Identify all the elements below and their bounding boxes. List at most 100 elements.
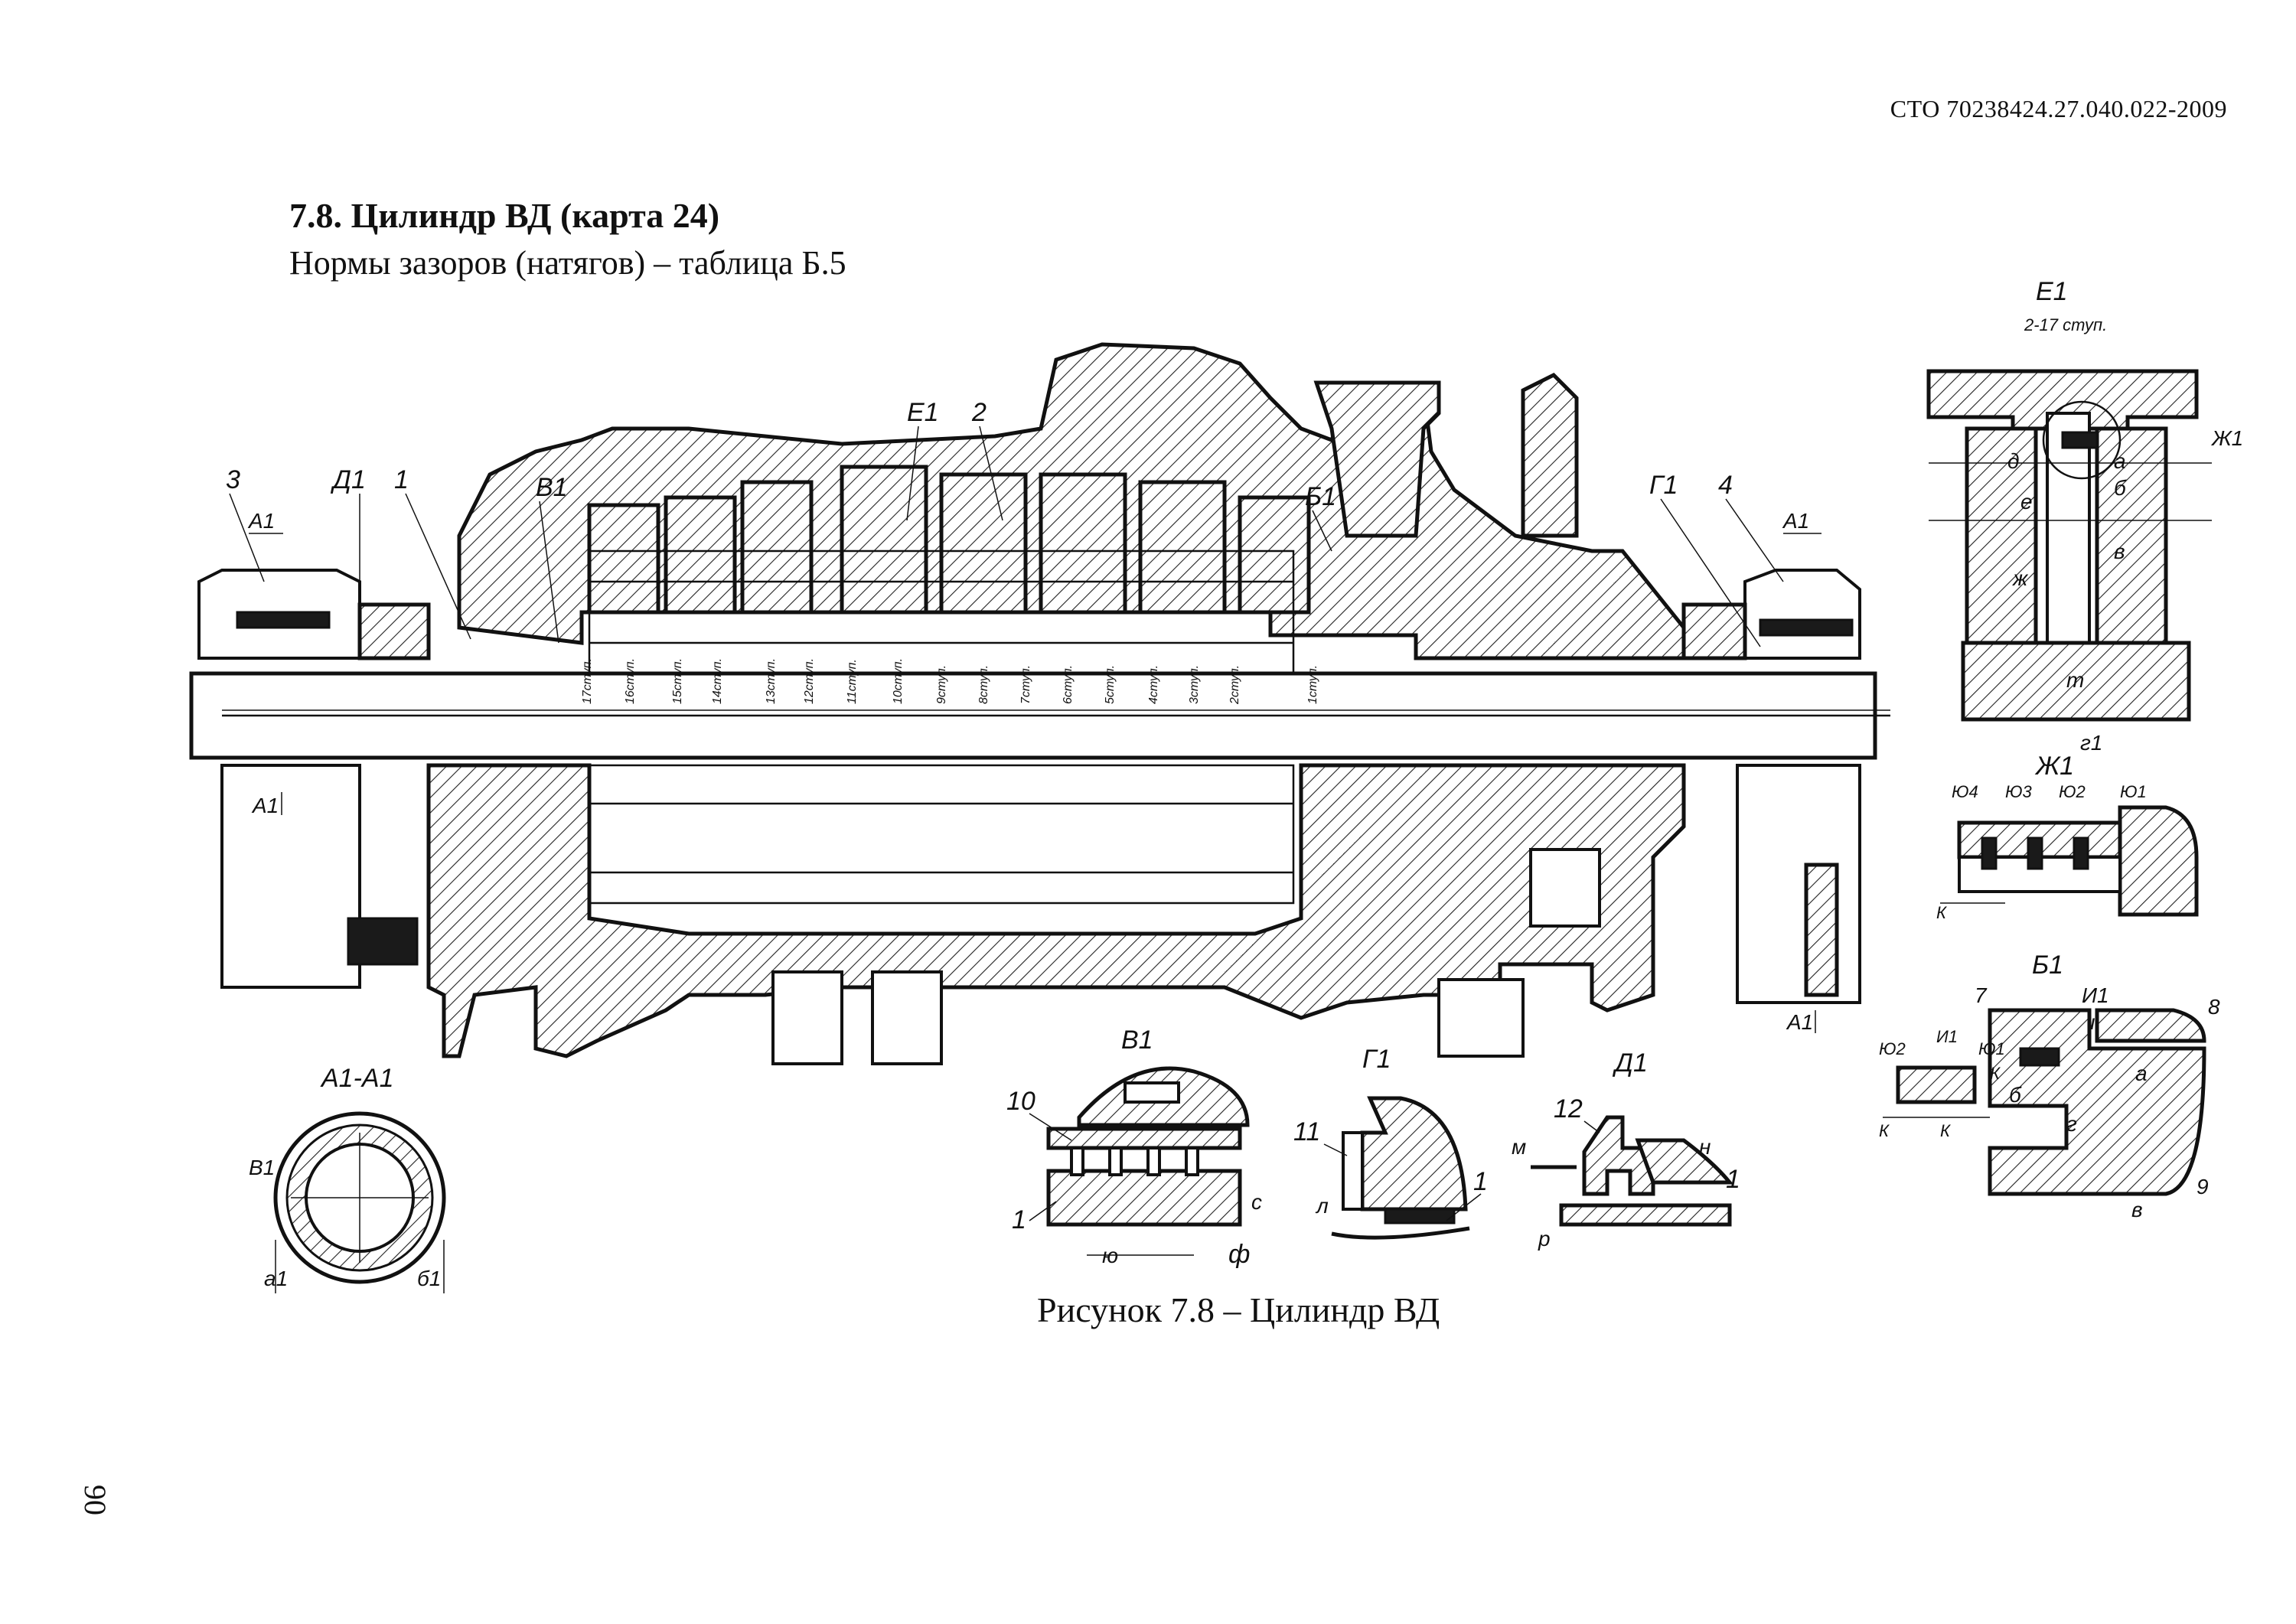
stage-label: 15ступ.	[671, 658, 684, 704]
detail-zh1-yu3: Ю3	[2005, 782, 2032, 801]
detail-v1-yu: ю	[1102, 1244, 1118, 1267]
detail-b1-yu1: Ю1	[1978, 1039, 2005, 1058]
detail-b1-i1b: И1	[1936, 1027, 1958, 1046]
detail-v1-c: с	[1251, 1190, 1262, 1214]
callout-g1: Г1	[1649, 471, 1678, 500]
callout-a1-arrow-bottom: А1	[1786, 1010, 1813, 1034]
detail-e1-m: т	[2066, 668, 2084, 692]
detail-b1-8: 8	[2208, 995, 2220, 1019]
detail-e1-d: д	[2007, 449, 2019, 473]
stage-label: 1ступ.	[1306, 665, 1319, 704]
stage-label: 17ступ.	[581, 658, 594, 704]
stage-labels: 17ступ. 16ступ. 15ступ. 14ступ. 13ступ. …	[581, 658, 1319, 705]
detail-v1-10: 10	[1006, 1087, 1035, 1116]
blade-row-upper	[588, 549, 1295, 675]
detail-g1-l: л	[1315, 1194, 1329, 1218]
callout-d1: Д1	[330, 465, 366, 494]
callout-e1: Е1	[907, 398, 939, 427]
stage-label: 8ступ.	[977, 665, 990, 704]
stage-label: 4ступ.	[1147, 665, 1160, 704]
section-a1a1-a1: а1	[264, 1267, 288, 1290]
detail-g1-title: Г1	[1362, 1045, 1391, 1074]
detail-zh1-k: К	[1936, 903, 1947, 922]
stage-label: 14ступ.	[711, 658, 724, 704]
stage-label: 11ступ.	[846, 659, 859, 704]
page-number: 90	[78, 1485, 113, 1515]
section-a1a1: А1-А1 В1 а1 б1	[249, 1064, 446, 1293]
stage-label: 6ступ.	[1062, 665, 1075, 704]
detail-zh1-yu4: Ю4	[1952, 782, 1978, 801]
detail-b1: Б1 7 И1 8 и Ю2 И1 Ю1 К К К б а г в 9	[1879, 951, 2220, 1221]
stage-label: 5ступ.	[1104, 665, 1117, 704]
detail-d1-n: н	[1699, 1135, 1711, 1159]
detail-d1-12: 12	[1554, 1094, 1583, 1123]
stage-label: 13ступ.	[765, 658, 778, 704]
detail-g1: Г1 11 1 л	[1293, 1045, 1488, 1240]
detail-b1-9: 9	[2197, 1175, 2209, 1198]
detail-g1-1: 1	[1473, 1167, 1488, 1196]
detail-b1-title: Б1	[2032, 951, 2063, 980]
detail-b1-k: К	[1990, 1064, 2001, 1083]
detail-b1-k2: К	[1879, 1121, 1890, 1140]
detail-e1-e: е	[2020, 490, 2033, 514]
stage-label: 7ступ.	[1019, 665, 1032, 704]
detail-e1-title: Е1	[2036, 277, 2068, 306]
detail-b1-a: а	[2135, 1061, 2148, 1085]
detail-v1-1: 1	[1012, 1205, 1026, 1234]
callout-a1-right: А1	[1782, 509, 1809, 533]
detail-zh1-yu2: Ю2	[2059, 782, 2086, 801]
detail-g1-11: 11	[1293, 1117, 1320, 1146]
detail-b1-g: г	[2066, 1112, 2077, 1136]
blade-row-lower	[588, 764, 1295, 905]
detail-b1-yu2: Ю2	[1879, 1039, 1906, 1058]
detail-b1-b: б	[2009, 1083, 2022, 1107]
detail-b1-v: в	[2131, 1198, 2143, 1221]
detail-e1-subtitle: 2-17 ступ.	[2024, 315, 2107, 334]
stage-label: 12ступ.	[803, 658, 816, 704]
section-title: 7.8. Цилиндр ВД (карта 24)	[289, 196, 720, 235]
detail-d1-title: Д1	[1612, 1048, 1648, 1078]
callout-3: 3	[226, 465, 240, 494]
detail-d1: Д1 12 м н 1 р	[1512, 1048, 1740, 1251]
callout-a1-arrow-left: А1	[251, 794, 279, 817]
section-a1a1-b1: В1	[249, 1156, 275, 1179]
detail-e1-v: в	[2114, 540, 2125, 563]
stage-label: 2ступ.	[1228, 665, 1241, 705]
main-callouts: 3 Д1 1 А1 В1 Е1 2 Б1 Г1 4 А1 А1 А1	[226, 398, 1821, 1034]
detail-e1-a: а	[2114, 449, 2126, 473]
detail-zh1-yu1: Ю1	[2120, 782, 2147, 801]
detail-e1-g1: г1	[2080, 731, 2102, 755]
detail-d1-p: р	[1538, 1227, 1551, 1251]
detail-d1-m: м	[1512, 1135, 1526, 1159]
callout-a1-left: А1	[247, 509, 275, 533]
detail-e1-zh1: Ж1	[2210, 426, 2243, 450]
detail-e1: Е1 2-17 ступ. Ж1 д а б е в ж т г1	[1926, 277, 2243, 755]
stage-label: 3ступ.	[1188, 665, 1201, 704]
stage-label: 10ступ.	[892, 658, 905, 704]
document-code: СТО 70238424.27.040.022-2009	[1890, 95, 2227, 122]
callout-v1: В1	[536, 473, 568, 502]
detail-e1-zh: ж	[2011, 566, 2029, 590]
callout-4: 4	[1718, 471, 1733, 500]
detail-b1-i1: И1	[2082, 983, 2109, 1007]
detail-v1-title: В1	[1121, 1026, 1153, 1055]
detail-zh1-title: Ж1	[2034, 752, 2074, 781]
main-section	[189, 342, 1890, 1065]
detail-d1-1: 1	[1726, 1165, 1740, 1194]
detail-b1-k3: К	[1940, 1121, 1951, 1140]
upper-diaphragms	[587, 465, 1311, 615]
callout-1: 1	[394, 465, 409, 494]
section-subtitle: Нормы зазоров (натягов) – таблица Б.5	[289, 244, 846, 282]
stage-label: 9ступ.	[935, 665, 948, 704]
detail-v1-f: ф	[1228, 1240, 1250, 1269]
detail-b1-7: 7	[1975, 983, 1988, 1007]
section-a1a1-b1s: б1	[417, 1267, 441, 1290]
callout-b1: Б1	[1305, 482, 1336, 511]
stage-label: 16ступ.	[624, 658, 637, 704]
figure-caption: Рисунок 7.8 – Цилиндр ВД	[1037, 1290, 1440, 1329]
callout-2: 2	[971, 398, 987, 427]
section-a1a1-title: А1-А1	[320, 1064, 394, 1093]
detail-e1-b: б	[2114, 476, 2127, 500]
detail-v1: В1 10 1 с ю ф	[1006, 1026, 1262, 1269]
